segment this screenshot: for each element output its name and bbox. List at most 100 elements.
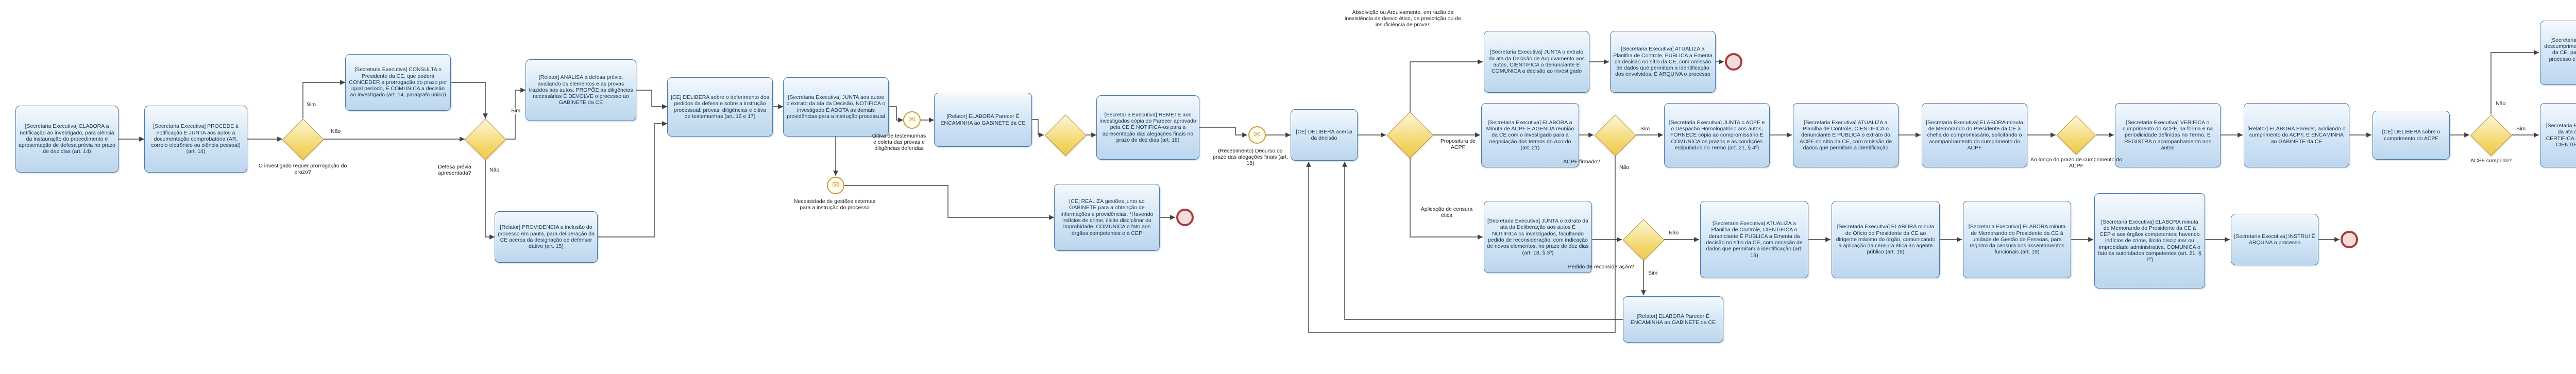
- task-atualiza-planilha-publica-arquiva[interactable]: [Secretaria Executiva] ATUALIZA a Planil…: [1610, 31, 1716, 93]
- task-memorando-cep-orgaos-label: [Secretaria Executiva] ELABORA minuta de…: [2098, 218, 2201, 263]
- task-instrui-arquiva-processo-label: [Secretaria Executiva] INSTRUI É ARQUIVA…: [2234, 233, 2315, 246]
- task-remete-parecer-alegacoes-finais-label: [Secretaria Executiva] REMETE aos invest…: [1099, 111, 1196, 143]
- task-atualiza-planilha-publica-censura-label: [Secretaria Executiva] ATUALIZA a Planil…: [1706, 220, 1803, 259]
- task-junta-extrato-notifica-investigado-label: [Secretaria Executiva] JUNTA aos autos o…: [786, 94, 886, 120]
- task-ce-delibera-cumprimento[interactable]: [CE] DELIBERA sobre o cumprimento do ACP…: [2372, 111, 2450, 160]
- condition-propositura-acpf: Propositura de ACPF: [1440, 138, 1476, 151]
- task-ce-gestoes-gabinete[interactable]: [CE] REALIZA gestões junto ao GABINETE p…: [1054, 184, 1160, 251]
- task-memorando-gestao-pessoas[interactable]: [Secretaria Executiva] ELABORA minuta de…: [1963, 201, 2071, 278]
- task-junta-deliberacao-notifica-censura-label: [Secretaria Executiva] JUNTA o extrato d…: [1487, 218, 1589, 256]
- task-atualiza-planilha-publica-acpf[interactable]: [Secretaria Executiva] ATUALIZA a Planil…: [1793, 103, 1899, 167]
- caption-gestoes: Necessidade de gestões externas para a i…: [793, 198, 876, 211]
- task-verifica-cumprimento-acpf[interactable]: [Secretaria Executiva] VERIFICA o cumpri…: [2115, 103, 2221, 167]
- task-junta-decisao-arquivamento-label: [Secretaria Executiva] JUNTA o extrato d…: [1488, 49, 1585, 75]
- question-acpf-firmado: ACPF firmado?: [1563, 159, 1600, 165]
- task-junta-decisao-arquivamento[interactable]: [Secretaria Executiva] JUNTA o extrato d…: [1484, 31, 1589, 93]
- end-event-arquivamento[interactable]: [1725, 53, 1742, 71]
- task-elabora-notificacao-label: [Secretaria Executiva] ELABORA a notific…: [19, 123, 115, 155]
- end-event-censura[interactable]: [2341, 231, 2358, 248]
- message-event-alegacoes-finais[interactable]: ✉: [1248, 126, 1266, 144]
- caption-instrucao: Oitiva de testemunhas e coleta das prova…: [872, 133, 926, 152]
- condition-censura-etica: Aplicação de censura ética: [1420, 206, 1473, 219]
- question-prazo-acpf: Ao longo do prazo de cumprimento do ACPF: [2030, 157, 2123, 169]
- sequence-flow-9: [598, 121, 667, 237]
- task-consulta-presidente-prorrogacao-label: [Secretaria Executiva] CONSULTA o Presid…: [349, 66, 447, 98]
- task-ce-delibera-decisao[interactable]: [CE] DELIBERA acerca da decisão: [1291, 109, 1358, 161]
- task-relator-pauta-defensor-dativo[interactable]: [Relator] PROVIDENCIA a inclusão do proc…: [495, 211, 598, 263]
- task-elabora-notificacao[interactable]: [Secretaria Executiva] ELABORA a notific…: [15, 106, 118, 173]
- question-prorrogacao: O investigado requer prorrogação do praz…: [258, 163, 347, 176]
- question-defesa-apresentada: Defesa prévia apresentada?: [438, 164, 471, 177]
- message-envelope-icon: ✉: [832, 181, 839, 190]
- sequence-flow-11: [889, 106, 903, 123]
- task-relator-analisa-defesa-label: [Relator] ANALISA a defesa prévia, avali…: [529, 74, 633, 106]
- task-relator-parecer-reconsideracao[interactable]: [Relator] ELABORA Parecer É ENCAMINHA ao…: [1623, 296, 1723, 343]
- task-junta-decisao-cumprimento-label: [Secretaria Executiva] JUNTA o extrato d…: [2546, 122, 2576, 148]
- task-junta-decisao-cumprimento[interactable]: [Secretaria Executiva] JUNTA o extrato d…: [2540, 103, 2576, 167]
- flow-condition-label-37: Não: [2495, 100, 2507, 107]
- task-relator-parecer-cumprimento-label: [Relator] ELABORA Parecer, avaliando o c…: [2247, 126, 2346, 145]
- task-ce-delibera-decisao-label: [CE] DELIBERA acerca da decisão: [1296, 128, 1352, 141]
- task-ce-delibera-cumprimento-label: [CE] DELIBERA sobre o cumprimento do ACP…: [2382, 129, 2441, 142]
- task-oficio-dirigente-censura-label: [Secretaria Executiva] ELABORA minuta de…: [1836, 224, 1936, 256]
- message-event-instrucao[interactable]: ✉: [903, 111, 921, 129]
- task-memorando-cep-orgaos[interactable]: [Secretaria Executiva] ELABORA minuta de…: [2094, 193, 2205, 288]
- flow-condition-label-27: Sim: [1639, 126, 1651, 132]
- task-oficio-dirigente-censura[interactable]: [Secretaria Executiva] ELABORA minuta de…: [1832, 201, 1940, 278]
- sequence-flow-6: [506, 88, 526, 140]
- task-atualiza-planilha-publica-censura[interactable]: [Secretaria Executiva] ATUALIZA a Planil…: [1700, 201, 1808, 278]
- sequence-flow-46: [1342, 162, 1623, 320]
- question-acpf-cumprido: ACPF cumprido?: [2470, 158, 2512, 164]
- task-instrui-arquiva-processo[interactable]: [Secretaria Executiva] INSTRUI É ARQUIVA…: [2231, 214, 2318, 265]
- task-junta-acpf-homologatorio-label: [Secretaria Executiva] JUNTA o ACPF e o …: [1669, 119, 1765, 151]
- task-junta-acpf-homologatorio[interactable]: [Secretaria Executiva] JUNTA o ACPF e o …: [1664, 103, 1770, 167]
- task-ce-gestoes-gabinete-label: [CE] REALIZA gestões junto ao GABINETE p…: [1060, 198, 1154, 236]
- flow-condition-label-7: Não: [488, 167, 501, 174]
- task-procede-notificacao-label: [Secretaria Executiva] PROCEDE à notific…: [151, 123, 241, 155]
- task-consulta-presidente-prorrogacao[interactable]: [Secretaria Executiva] CONSULTA o Presid…: [345, 54, 451, 111]
- sequence-flow-3: [302, 80, 345, 118]
- sequence-flow-8: [636, 90, 667, 109]
- message-envelope-icon: ✉: [1253, 130, 1261, 139]
- sequence-flow-37: [2490, 50, 2539, 114]
- task-verifica-cumprimento-acpf-label: [Secretaria Executiva] VERIFICA o cumpri…: [2122, 119, 2213, 151]
- task-elabora-minuta-acpf-label: [Secretaria Executiva] ELABORA a Minuta …: [1486, 119, 1574, 151]
- task-remete-parecer-alegacoes-finais[interactable]: [Secretaria Executiva] REMETE aos invest…: [1096, 95, 1199, 160]
- task-submete-descumprimento-ce-label: [Secretaria Executiva] SUBMETE o descump…: [2544, 37, 2576, 62]
- sequence-flow-7: [485, 160, 495, 240]
- task-relator-analisa-defesa[interactable]: [Relator] ANALISA a defesa prévia, avali…: [526, 59, 636, 121]
- sequence-flow-21: [1410, 59, 1483, 112]
- message-envelope-icon: ✉: [908, 115, 916, 124]
- sequence-flow-28: [1306, 156, 1616, 333]
- task-relator-elabora-parecer-label: [Relator] ELABORA Parecer É ENCAMINHA ao…: [940, 113, 1026, 126]
- task-submete-descumprimento-ce[interactable]: [Secretaria Executiva] SUBMETE o descump…: [2540, 21, 2576, 85]
- message-event-gestoes[interactable]: ✉: [827, 177, 844, 194]
- end-event-gestoes[interactable]: [1176, 209, 1194, 226]
- sequence-flow-5: [451, 82, 488, 118]
- sequence-flow-16: [1032, 119, 1044, 138]
- task-junta-deliberacao-notifica-censura[interactable]: [Secretaria Executiva] JUNTA o extrato d…: [1484, 201, 1592, 273]
- task-relator-parecer-cumprimento[interactable]: [Relator] ELABORA Parecer, avaliando o c…: [2244, 103, 2349, 167]
- task-junta-extrato-notifica-investigado[interactable]: [Secretaria Executiva] JUNTA aos autos o…: [783, 77, 889, 137]
- flow-condition-label-4: Não: [330, 128, 342, 135]
- condition-arquivamento: Absolvição ou Arquivamento, em razão da …: [1345, 9, 1461, 28]
- flow-condition-label-36: Sim: [2515, 126, 2527, 132]
- question-reconsideracao: Pedido de reconsideração?: [1568, 264, 1634, 270]
- flow-condition-label-45: Sim: [1647, 270, 1659, 277]
- task-memorando-acompanhamento-acpf-label: [Secretaria Executiva] ELABORA minuta de…: [1926, 119, 2023, 151]
- task-memorando-acompanhamento-acpf[interactable]: [Secretaria Executiva] ELABORA minuta de…: [1922, 103, 2027, 167]
- sequence-flow-23: [1410, 158, 1483, 240]
- flow-condition-label-6: Sim: [510, 108, 522, 114]
- sequence-flow-18: [1199, 127, 1247, 138]
- task-relator-pauta-defensor-dativo-label: [Relator] PROVIDENCIA a inclusão do proc…: [498, 224, 595, 250]
- flow-condition-label-28: Não: [1618, 164, 1631, 171]
- task-relator-parecer-reconsideracao-label: [Relator] ELABORA Parecer É ENCAMINHA ao…: [1630, 313, 1716, 326]
- caption-alegacoes-finais: (Recebimento) Decurso do prazo das alega…: [1213, 148, 1288, 167]
- task-atualiza-planilha-publica-arquiva-label: [Secretaria Executiva] ATUALIZA a Planil…: [1613, 46, 1713, 78]
- task-elabora-minuta-acpf[interactable]: [Secretaria Executiva] ELABORA a Minuta …: [1481, 103, 1579, 167]
- task-memorando-gestao-pessoas-label: [Secretaria Executiva] ELABORA minuta de…: [1968, 224, 2066, 256]
- task-ce-delibera-instrucao[interactable]: [CE] DELIBERA sobre o deferimento dos pe…: [667, 77, 773, 137]
- task-relator-elabora-parecer[interactable]: [Relator] ELABORA Parecer É ENCAMINHA ao…: [934, 93, 1032, 147]
- task-procede-notificacao[interactable]: [Secretaria Executiva] PROCEDE à notific…: [144, 106, 247, 173]
